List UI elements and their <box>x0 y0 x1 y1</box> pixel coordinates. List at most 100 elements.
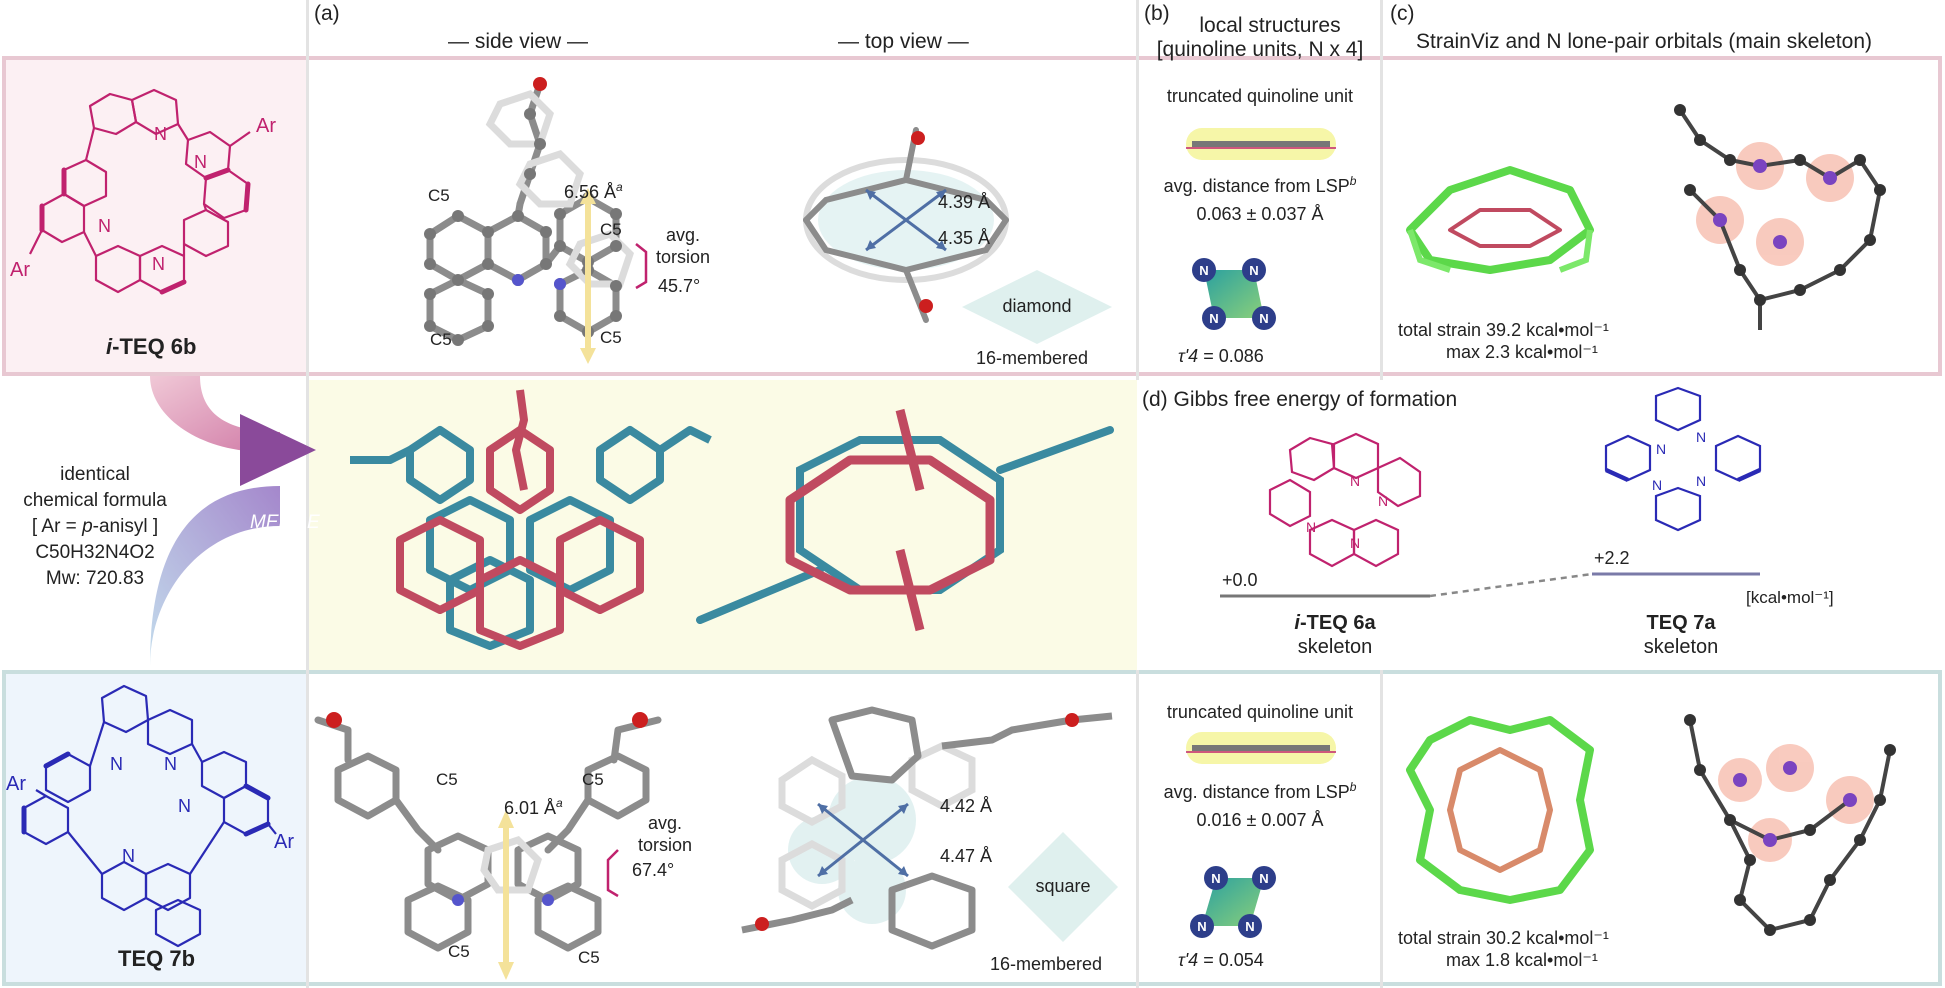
label-7a: TEQ 7a <box>1646 612 1716 634</box>
local-unit-label-bottom: truncated quinoline unit <box>1166 702 1354 722</box>
bottom-row-frame <box>2 670 1942 986</box>
side-view-6b-model <box>424 77 648 364</box>
strain-max-bottom: max 1.8 kcal•mol⁻¹ <box>1446 950 1598 970</box>
lsp-label-top-sup: b <box>1349 174 1357 188</box>
skeleton-6a-caption: skeleton <box>1297 636 1373 658</box>
energy-units: [kcal•mol⁻¹] <box>1746 588 1834 607</box>
distance-7b: 6.01 Åa <box>504 796 563 819</box>
diamond-shape <box>962 270 1112 344</box>
tau-top: τ'4 = 0.086 <box>1178 346 1264 367</box>
svg-text:N: N <box>1209 311 1218 326</box>
identical-label: identical chemical formula [ Ar = p-anis… <box>0 462 190 592</box>
ar-label-bottom-right: Ar <box>274 831 294 853</box>
square-shape <box>1008 832 1118 942</box>
top-row-frame <box>2 56 1942 376</box>
n-label-4: N <box>152 254 165 274</box>
distance-7b-value: 6.01 Å <box>504 798 557 818</box>
lsp-value-top: 0.063 ± 0.037 Å <box>1196 204 1324 224</box>
energy-levels <box>1220 572 1760 598</box>
svg-text:N: N <box>1378 493 1388 509</box>
distance-6b: 6.56 Åa <box>564 180 623 203</box>
compound-6b-prefix: i <box>106 334 113 359</box>
label-6a-text: -TEQ 6a <box>1299 612 1376 634</box>
lone-pair-6b-model <box>1674 104 1886 330</box>
torsion-7b-label-1: avg. <box>647 813 683 833</box>
svg-text:N: N <box>1259 311 1268 326</box>
ring-size-6b: 16-membered <box>976 348 1089 368</box>
identical-line-1: identical <box>60 464 130 485</box>
torsion-6b-value: 45.7° <box>658 276 701 296</box>
strain-total-top: total strain 39.2 kcal•mol⁻¹ <box>1398 320 1609 340</box>
strain-max-top: max 2.3 kcal•mol⁻¹ <box>1446 342 1598 362</box>
merge-arrows <box>150 376 316 666</box>
teq-7b-structure: Ar Ar N N N N <box>6 684 294 948</box>
identical-line-2: chemical formula <box>23 490 167 511</box>
energy-7a: +2.2 <box>1594 548 1630 568</box>
compound-6b-suffix: -TEQ 6b <box>112 334 197 359</box>
molecular-weight: Mw: 720.83 <box>45 568 145 589</box>
svg-text:N: N <box>1199 263 1208 278</box>
top-view-6b-dist-2: 4.35 Å <box>938 228 991 248</box>
ring-size-7b: 16-membered <box>990 954 1103 974</box>
lsp-label-top-text: avg. distance from LSP <box>1163 176 1350 196</box>
gibbs-title: (d) Gibbs free energy of formation <box>1142 388 1458 411</box>
lsp-value-bottom: 0.016 ± 0.007 Å <box>1196 810 1324 830</box>
separator-b2 <box>1136 670 1139 988</box>
compound-7b-name: TEQ 7b <box>118 946 196 971</box>
tau-top-label: τ'4 <box>1178 346 1199 366</box>
ar-def-suffix: -anisyl ] <box>92 516 159 537</box>
c5-label-7b-3: C5 <box>448 942 470 961</box>
torsion-6b-label: avg. torsion <box>648 224 718 268</box>
ar-label-top-left: Ar <box>10 259 30 281</box>
top-view-6b-dist-1: 4.39 Å <box>938 192 991 212</box>
tau-bottom: τ'4 = 0.054 <box>1178 950 1264 971</box>
i-teq-6b-structure: Ar Ar N N N N <box>10 88 276 295</box>
local-structures-subtitle: [quinoline units, N x 4] <box>1156 38 1364 61</box>
panel-b-label: (b) <box>1144 2 1170 25</box>
merge-top-overlay <box>696 408 1114 632</box>
ar-label-top-right: Ar <box>256 115 276 137</box>
svg-text:N: N <box>1211 871 1220 886</box>
compound-6b-name: i-TEQ 6b <box>106 334 196 360</box>
svg-text:N: N <box>1696 429 1706 445</box>
n-label-b4: N <box>122 846 135 866</box>
panel-c-label: (c) <box>1390 2 1415 25</box>
separator-c2 <box>1380 670 1383 988</box>
distance-6b-sup: a <box>616 180 623 194</box>
strainviz-7b-model <box>1406 716 1594 904</box>
lone-pair-7b-model <box>1684 714 1896 936</box>
svg-text:N: N <box>1350 535 1360 551</box>
c5-label-7b-4: C5 <box>578 948 600 967</box>
torsion-6b-label-1: avg. <box>665 225 701 245</box>
ar-definition: [ Ar = p-anisyl ] <box>0 514 190 540</box>
side-view-header: — side view — <box>448 30 589 53</box>
c5-label-6b-3: C5 <box>430 330 452 349</box>
svg-text:N: N <box>1197 919 1206 934</box>
shape-label-square: square <box>1035 876 1091 896</box>
svg-text:N: N <box>1249 263 1258 278</box>
c5-label-6b-1: C5 <box>428 186 450 205</box>
separator-b <box>1136 0 1139 380</box>
separator-c <box>1380 0 1383 380</box>
lsp-label-bottom: avg. distance from LSPb <box>1140 780 1380 803</box>
svg-text:N: N <box>1652 477 1662 493</box>
ar-def-italic: p <box>82 516 93 537</box>
quinoline-unit-top <box>1186 128 1336 160</box>
top-compound-panel-bg <box>6 58 306 374</box>
c5-label-6b-4: C5 <box>600 328 622 347</box>
shape-label-diamond: diamond <box>1002 296 1072 316</box>
n-label-b1: N <box>110 754 123 774</box>
top-view-7b-dist-2: 4.47 Å <box>940 846 993 866</box>
svg-text:N: N <box>1696 473 1706 489</box>
top-view-header: — top view — <box>838 30 969 53</box>
strain-total-bottom: total strain 30.2 kcal•mol⁻¹ <box>1398 928 1609 948</box>
distance-7b-sup: a <box>556 796 563 810</box>
molecular-formula: C50H32N4O2 <box>35 542 155 563</box>
top-view-7b-dist-1: 4.42 Å <box>940 796 993 816</box>
svg-text:N: N <box>1306 519 1316 535</box>
tau-top-value: = 0.086 <box>1203 346 1264 366</box>
torsion-7b-value: 67.4° <box>632 860 675 880</box>
energy-6a: +0.0 <box>1222 570 1258 590</box>
